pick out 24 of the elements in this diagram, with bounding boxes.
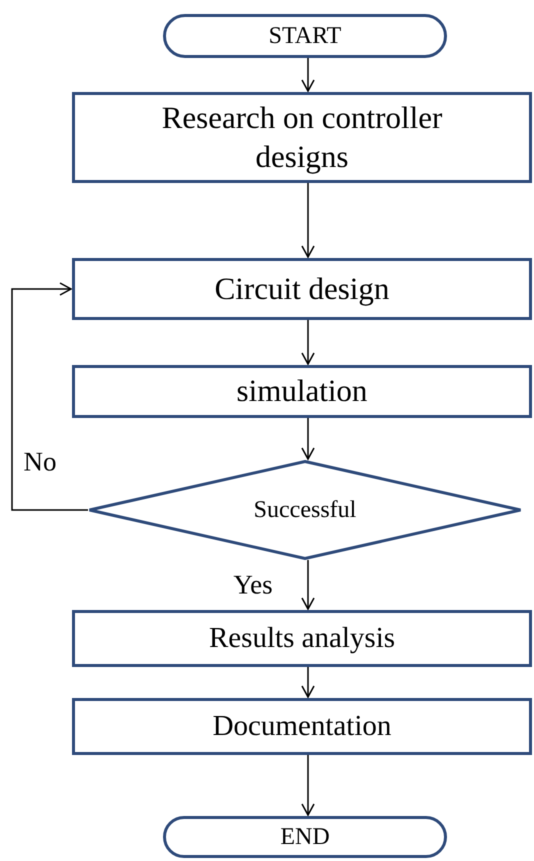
decision-diamond — [88, 460, 522, 560]
node-text: START — [268, 22, 342, 51]
process-box — [72, 258, 532, 320]
node-text: END — [280, 823, 330, 852]
process-box — [72, 610, 532, 667]
node-text: Research on controller designs — [160, 98, 444, 176]
process-box — [72, 365, 532, 418]
arrow — [301, 320, 315, 365]
arrow — [301, 560, 315, 610]
process-box — [72, 698, 532, 755]
arrow — [301, 667, 315, 698]
arrow — [301, 183, 315, 258]
node-text: Results analysis — [208, 621, 396, 656]
terminal-pill — [163, 14, 447, 58]
arrow — [301, 755, 315, 816]
arrow — [301, 58, 315, 92]
node-text: simulation — [236, 372, 368, 410]
terminal-pill — [163, 816, 447, 858]
arrow — [301, 418, 315, 460]
node-text: Successful — [254, 496, 356, 525]
arrow — [11, 282, 88, 511]
node-text: Circuit design — [214, 270, 390, 308]
process-box — [72, 92, 532, 183]
node-text: Documentation — [212, 709, 392, 744]
